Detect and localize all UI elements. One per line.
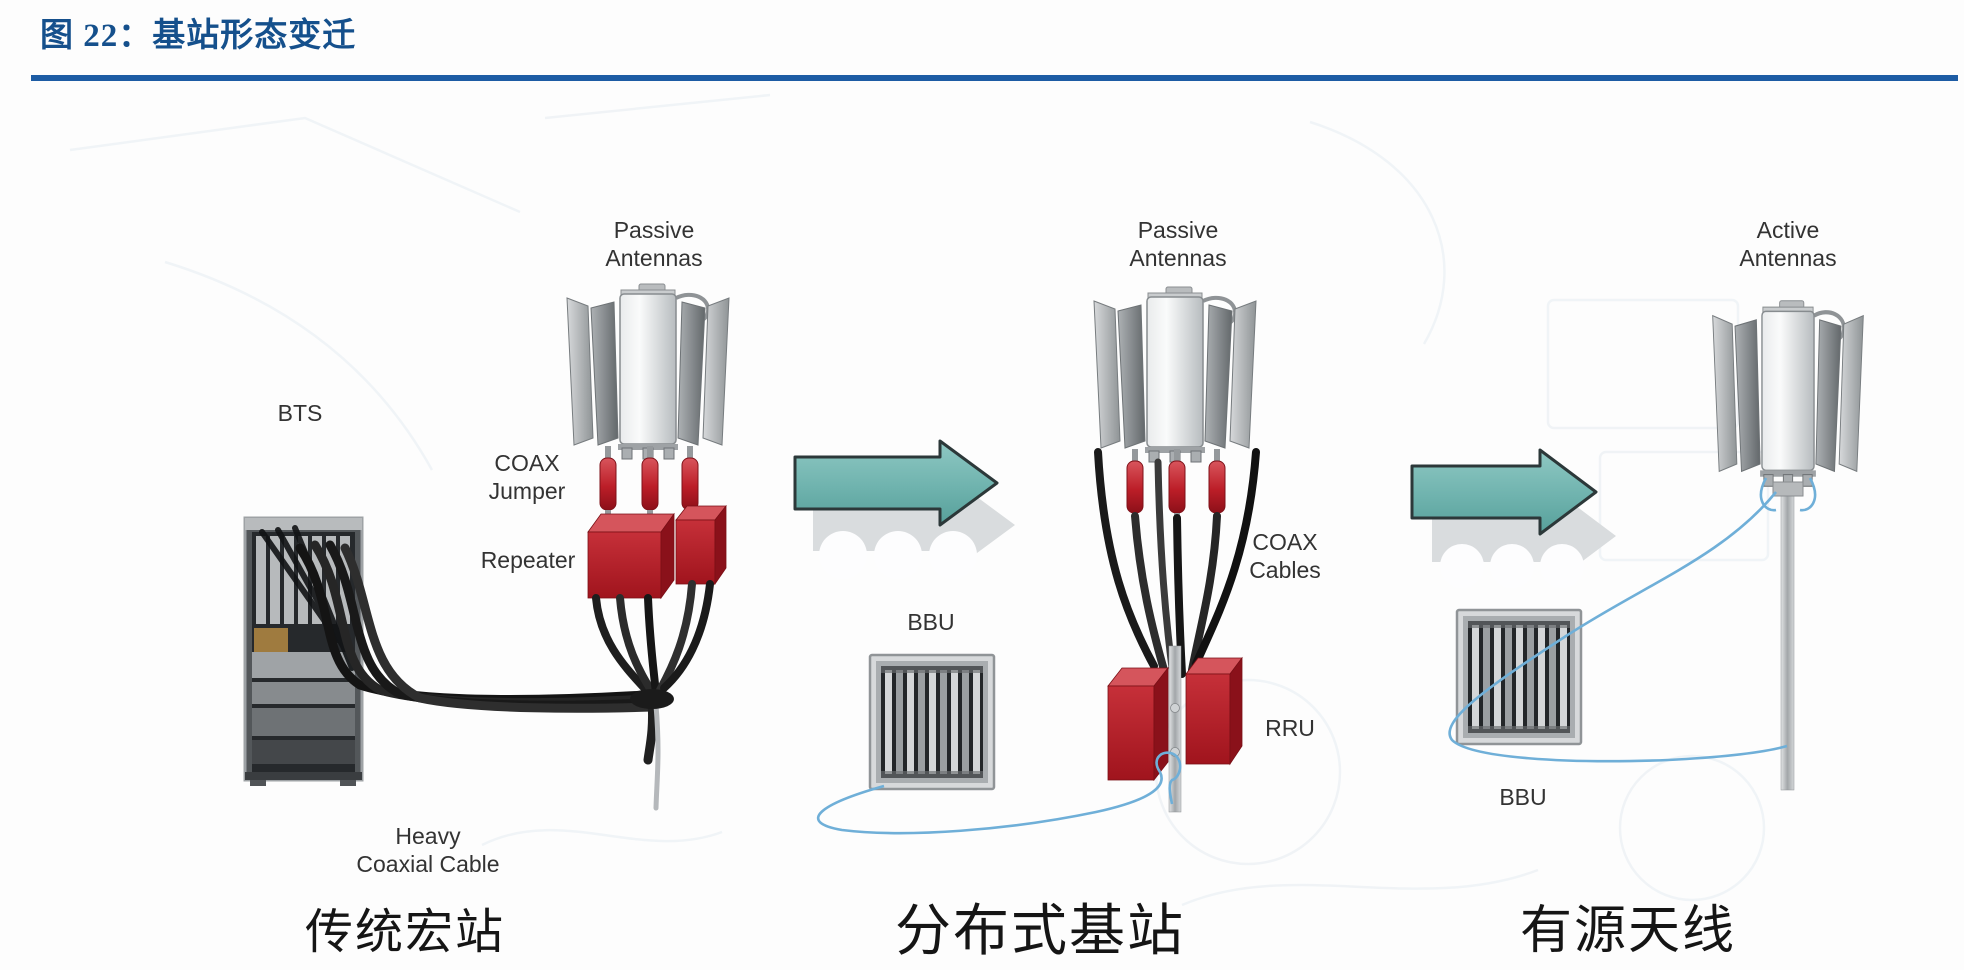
label-line: RRU — [1265, 715, 1315, 741]
label-line: BBU — [907, 609, 955, 635]
heavy-coax-cables — [295, 540, 657, 713]
label-rru: RRU — [1245, 714, 1335, 742]
label-line: COAX — [494, 450, 560, 476]
title-rule — [31, 75, 1958, 81]
arrow-2 — [1410, 448, 1616, 588]
label-active-antennas: Active Antennas — [1708, 216, 1868, 272]
label-line: Passive — [613, 217, 695, 243]
fiber-link-3 — [1448, 477, 1817, 763]
label-line: Coaxial Cable — [356, 851, 500, 878]
label-bbu-2: BBU — [886, 608, 976, 636]
label-line: Heavy — [395, 823, 461, 849]
label-line: Jumper — [488, 478, 566, 505]
label-line: Repeater — [480, 547, 576, 573]
rru-pole — [1168, 645, 1182, 813]
label-line: COAX — [1252, 529, 1318, 555]
label-repeater: Repeater — [468, 546, 588, 574]
label-line: Antennas — [1739, 245, 1837, 272]
passive-antenna-1 — [565, 282, 731, 811]
panel-traditional-macro-art — [243, 282, 731, 811]
rru-unit — [1107, 656, 1243, 782]
label-bbu-3: BBU — [1478, 783, 1568, 811]
label-line: Cables — [1249, 557, 1321, 584]
label-line: Passive — [1137, 217, 1219, 243]
caption-active-antenna: 有源天线 — [1519, 902, 1736, 960]
label-passive-antennas-1: Passive Antennas — [574, 216, 734, 272]
label-bts: BTS — [255, 399, 345, 427]
label-coax-jumper: COAX Jumper — [467, 449, 587, 505]
label-line: Active — [1756, 217, 1820, 243]
active-antenna — [1713, 301, 1864, 497]
label-line: BTS — [277, 400, 323, 426]
label-line: Antennas — [1129, 245, 1227, 272]
fiber-link-2 — [816, 751, 1182, 835]
label-line: BBU — [1499, 784, 1547, 810]
antenna-pole — [1780, 483, 1795, 791]
arrow-1 — [793, 439, 1015, 579]
label-heavy-coaxial-cable: Heavy Coaxial Cable — [338, 822, 518, 878]
bbu-unit-3 — [1455, 608, 1583, 746]
bbu-unit-2 — [868, 653, 996, 791]
panel-active-art — [1448, 301, 1864, 791]
repeater-unit — [587, 504, 727, 600]
panel-distributed-art — [816, 285, 1260, 835]
label-passive-antennas-2: Passive Antennas — [1098, 216, 1258, 272]
label-coax-cables: COAX Cables — [1225, 528, 1345, 584]
caption-distributed-base-station: 分布式基站 — [895, 899, 1185, 962]
coax-cables-2 — [1094, 448, 1260, 678]
label-line: Antennas — [605, 245, 703, 272]
figure-title: 图 22：基站形态变迁 — [40, 18, 357, 54]
caption-traditional-macro: 传统宏站 — [304, 906, 505, 959]
passive-antenna-2 — [1092, 285, 1260, 678]
